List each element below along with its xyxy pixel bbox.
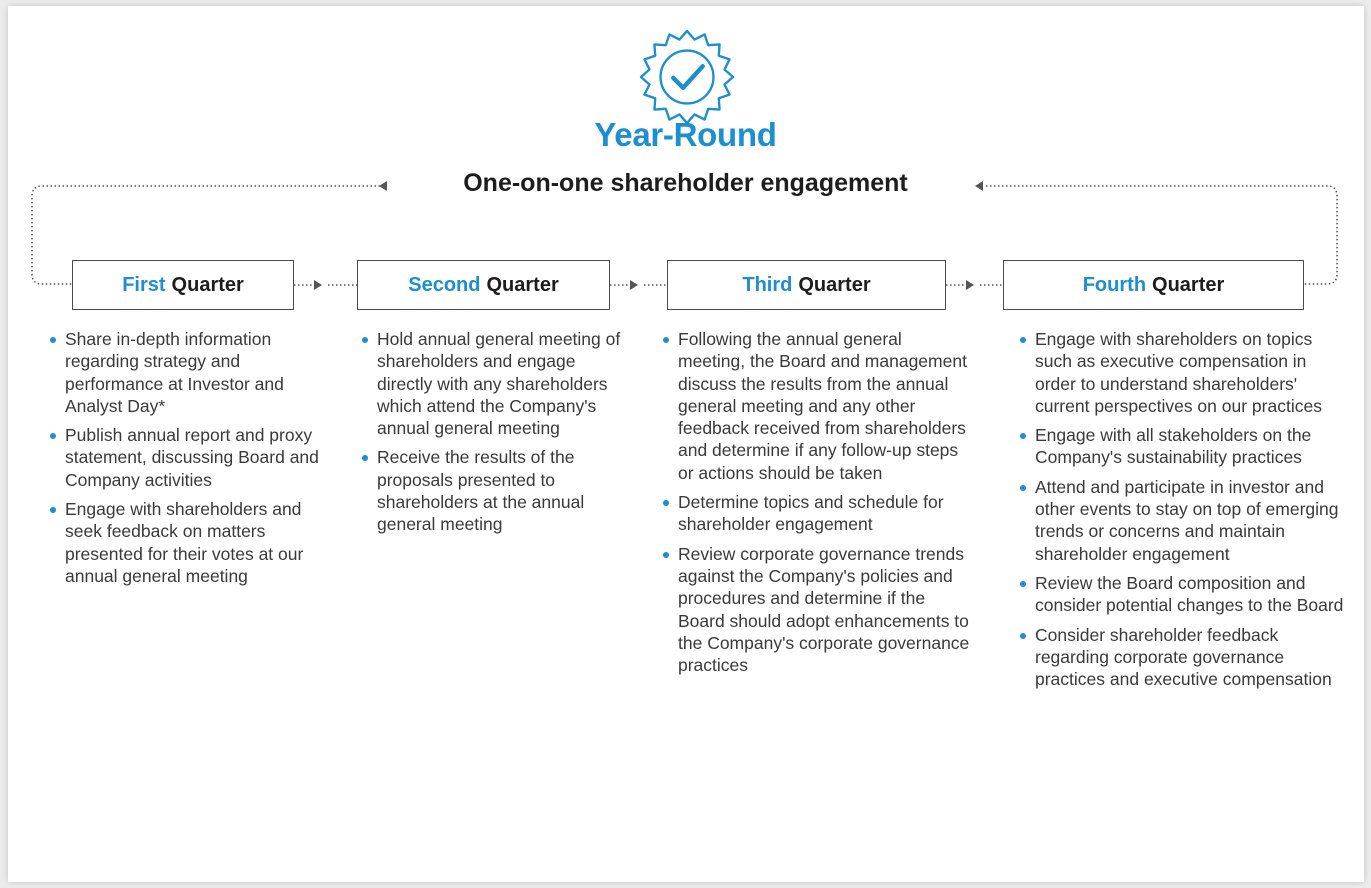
quarter-label-rest: Quarter [1152, 273, 1225, 296]
list-item: Receive the results of the proposals pre… [361, 446, 621, 535]
quarter-label-rest: Quarter [798, 273, 871, 296]
list-item: Engage with all stakeholders on the Comp… [1019, 424, 1344, 469]
quarter-box-fourth: Fourth Quarter [1003, 260, 1304, 310]
quarter-label-highlight: Third [742, 273, 793, 296]
quarter-list-second: Hold annual general meeting of sharehold… [361, 328, 621, 543]
list-item: Publish annual report and proxy statemen… [49, 424, 325, 491]
quarter-label-highlight: Fourth [1082, 273, 1147, 296]
quarter-list-first: Share in-depth information regarding str… [49, 328, 325, 594]
list-item: Review corporate governance trends again… [662, 543, 970, 677]
quarter-label-highlight: Second [408, 273, 481, 296]
list-item: Attend and participate in investor and o… [1019, 476, 1344, 565]
quarter-label-highlight: First [122, 273, 166, 296]
badge-checkmark-icon [639, 29, 735, 125]
quarter-box-third: Third Quarter [667, 260, 946, 310]
list-item: Share in-depth information regarding str… [49, 328, 325, 417]
list-item: Following the annual general meeting, th… [662, 328, 970, 484]
diagram-title: Year-Round [594, 116, 777, 153]
quarter-list-fourth: Engage with shareholders on topics such … [1019, 328, 1344, 697]
quarter-list-third: Following the annual general meeting, th… [662, 328, 970, 683]
list-item: Consider shareholder feedback regarding … [1019, 624, 1344, 691]
list-item: Engage with shareholders on topics such … [1019, 328, 1344, 417]
list-item: Engage with shareholders and seek feedba… [49, 498, 325, 587]
list-item: Hold annual general meeting of sharehold… [361, 328, 621, 439]
quarter-label-rest: Quarter [171, 273, 244, 296]
quarter-box-second: Second Quarter [357, 260, 610, 310]
list-item: Review the Board composition and conside… [1019, 572, 1344, 617]
diagram-subtitle: One-on-one shareholder engagement [463, 169, 908, 197]
diagram-card [8, 6, 1364, 882]
quarter-box-first: First Quarter [72, 260, 294, 310]
list-item: Determine topics and schedule for shareh… [662, 491, 970, 536]
quarter-label-rest: Quarter [486, 273, 559, 296]
